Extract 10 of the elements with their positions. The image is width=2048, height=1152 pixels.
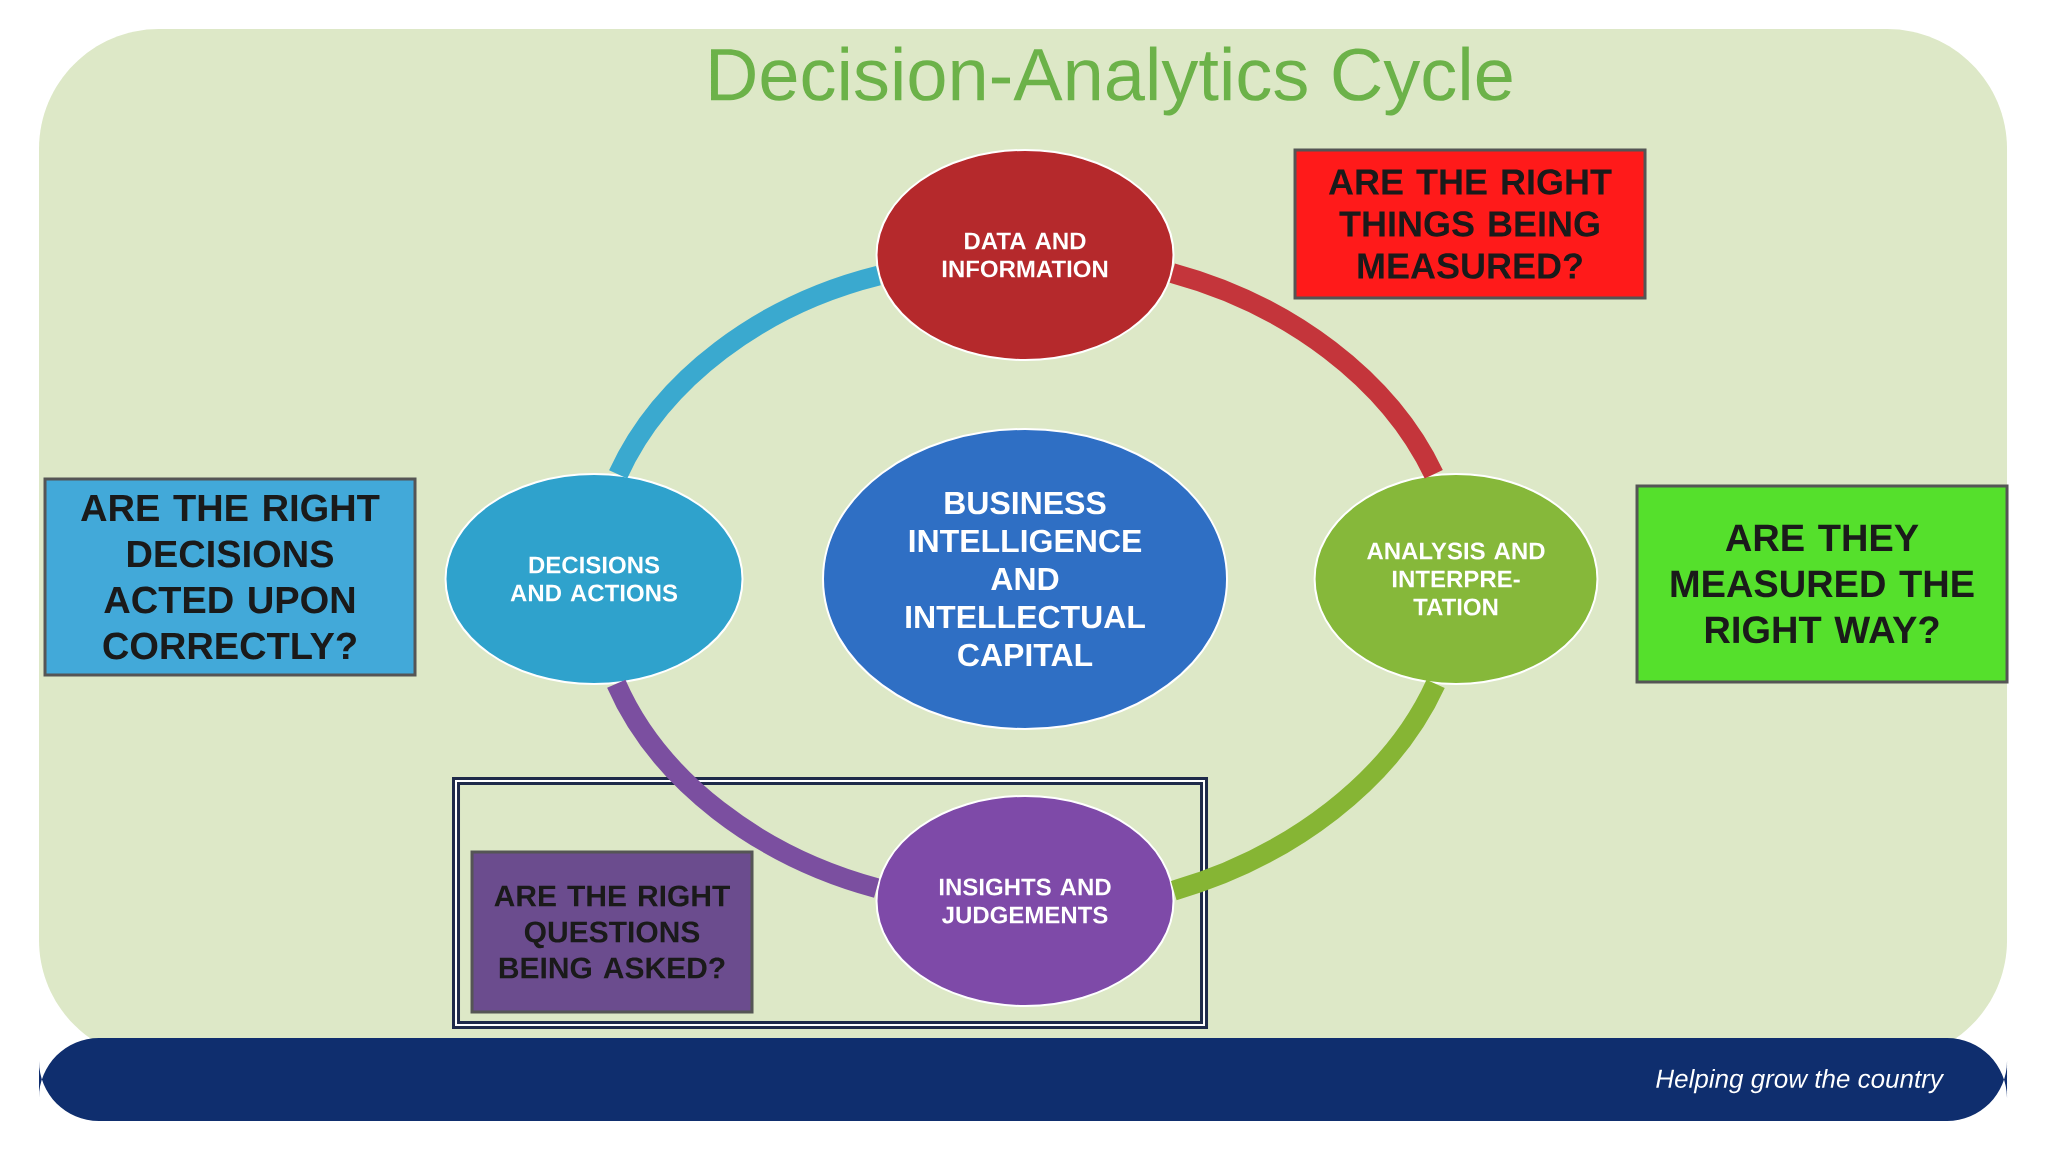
ring-arc bbox=[1170, 679, 1445, 901]
question-box: ARE THEY MEASURED THE RIGHT WAY? bbox=[1635, 484, 2009, 684]
question-box: ARE THE RIGHT THINGS BEING MEASURED? bbox=[1293, 148, 1647, 300]
question-box: ARE THE RIGHT QUESTIONS BEING ASKED? bbox=[470, 850, 754, 1014]
question-box: ARE THE RIGHT DECISIONS ACTED UPON CORRECTLY? bbox=[43, 477, 417, 677]
title: Decision-Analytics Cycle bbox=[711, 46, 1512, 116]
ring-arc bbox=[607, 679, 880, 898]
footer-banner: Helping grow the country bbox=[39, 1038, 2008, 1121]
ring-arc bbox=[609, 266, 882, 479]
ring-arc bbox=[1169, 263, 1443, 479]
